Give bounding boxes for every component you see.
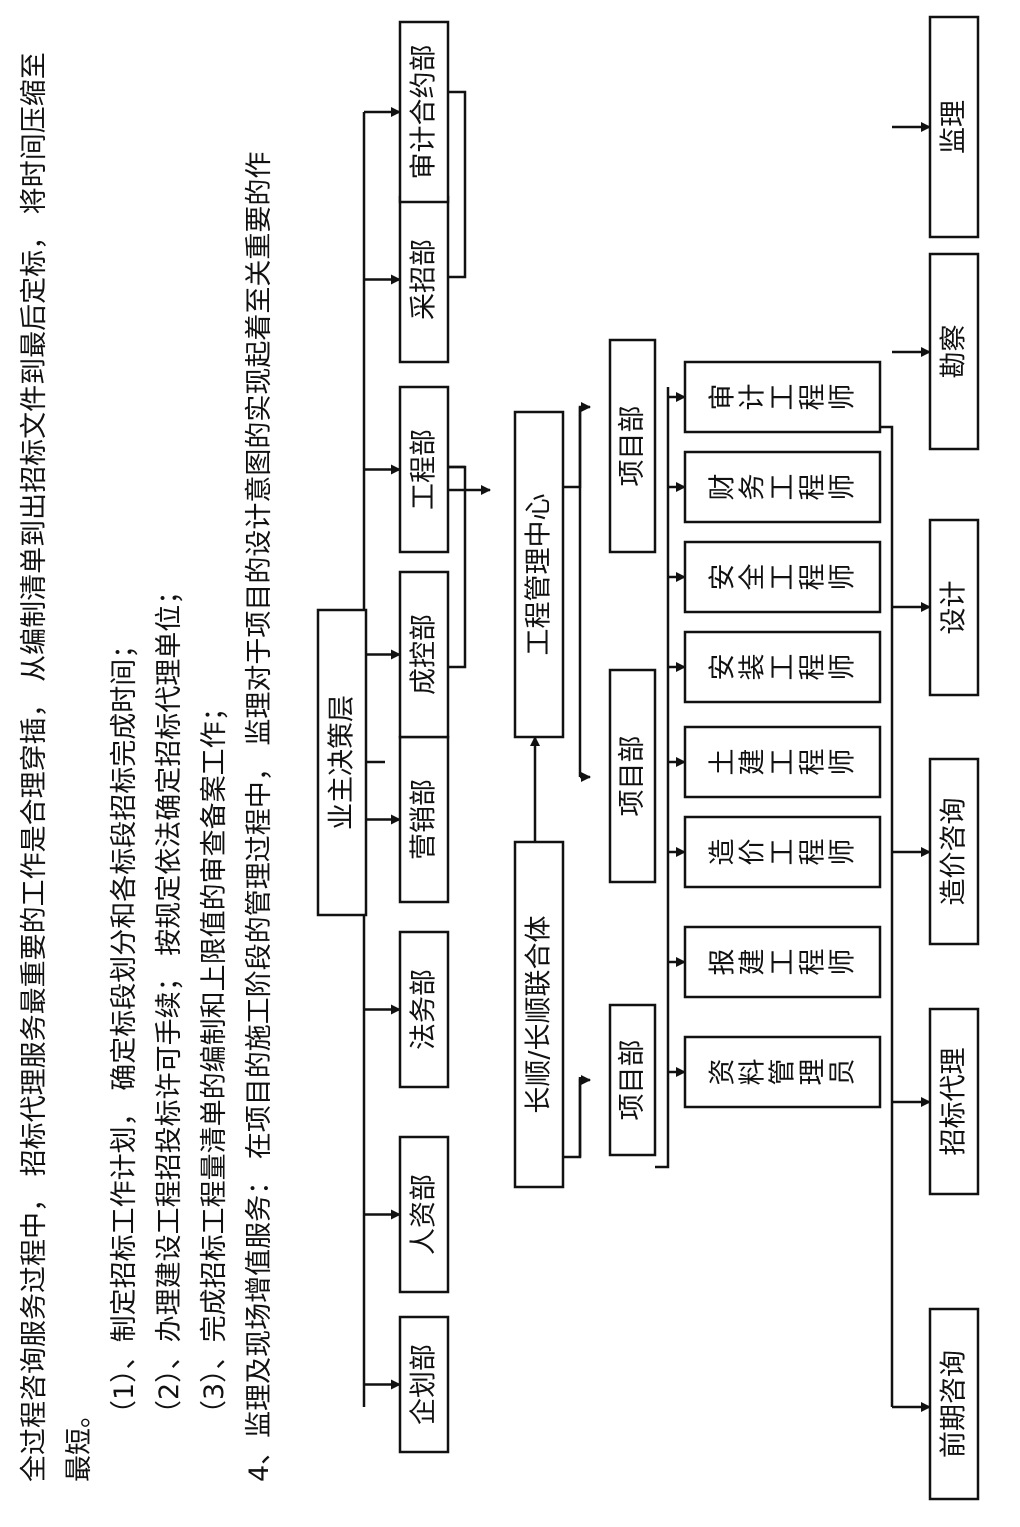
center-node-box: [513, 410, 565, 739]
department-node-1: 企划部: [398, 1315, 450, 1454]
service-node-6-box: [928, 15, 980, 239]
center-node-label: 工程管理中心: [524, 494, 555, 656]
owner-node-box: [316, 608, 368, 917]
service-node-2-label: 招标代理: [939, 1048, 970, 1156]
service-node-3: 造价咨询: [928, 757, 980, 946]
staff-node-5-label: 安装工程师: [707, 654, 858, 681]
project-dept-node-3: 项目部: [608, 338, 657, 554]
department-node-6: 工程部: [398, 385, 450, 554]
project-dept-node-2-box: [608, 668, 657, 884]
project-dept-node-2-label: 项目部: [617, 736, 648, 817]
owner-node: 业主决策层: [316, 608, 368, 917]
dept-merge-left: [448, 465, 467, 669]
project-dept-node-1-label: 项目部: [617, 1040, 648, 1121]
project-dept-node-1-box: [608, 1003, 657, 1157]
staff-node-4: 土建工程师: [683, 725, 882, 799]
department-node-2: 人资部: [398, 1135, 450, 1294]
department-node-5-label: 成控部: [409, 614, 440, 695]
service-node-1-box: [928, 1307, 980, 1501]
staff-node-8-label: 审计工程师: [707, 384, 858, 411]
staff-node-7: 财务工程师: [683, 450, 882, 524]
project-dept-node-2: 项目部: [608, 668, 657, 884]
center-node: 工程管理中心: [513, 410, 565, 739]
staff-node-2-box: [683, 925, 882, 999]
staff-node-6: 安全工程师: [683, 540, 882, 614]
consortium-node-label: 长顺/长顺联合体: [524, 915, 555, 1113]
department-node-2-label: 人资部: [409, 1174, 440, 1255]
dept-merge-right: [448, 90, 467, 279]
staff-node-3-box: [683, 815, 882, 889]
department-node-7: 采招部: [398, 195, 450, 364]
service-node-1-label: 前期咨询: [939, 1350, 970, 1458]
staff-spine: [655, 387, 670, 1169]
staff-node-5-box: [683, 630, 882, 704]
department-node-4: 营销部: [398, 735, 450, 904]
staff-node-4-box: [683, 725, 882, 799]
service-node-5-label: 勘察: [939, 325, 970, 379]
department-node-2-box: [398, 1135, 450, 1294]
department-node-5-box: [398, 570, 450, 739]
staff-node-2-label: 报建工程师: [707, 949, 858, 976]
consortium-node-box: [513, 840, 565, 1189]
staff-node-4-label: 土建工程师: [707, 749, 858, 776]
service-node-2-box: [928, 1007, 980, 1196]
staff-node-5: 安装工程师: [683, 630, 882, 704]
staff-node-1-label: 资料管理员: [707, 1059, 858, 1086]
service-node-4-label: 设计: [939, 581, 970, 635]
department-node-1-label: 企划部: [409, 1344, 440, 1425]
project-dept-node-1: 项目部: [608, 1003, 657, 1157]
service-node-5-box: [928, 252, 980, 451]
service-node-3-box: [928, 757, 980, 946]
department-node-4-label: 营销部: [409, 779, 440, 860]
staff-node-6-label: 安全工程师: [707, 564, 858, 591]
staff-node-1: 资料管理员: [683, 1035, 882, 1109]
staff-node-6-box: [683, 540, 882, 614]
project-dept-node-3-box: [608, 338, 657, 554]
department-node-3-label: 法务部: [409, 969, 440, 1050]
staff-node-3: 造价工程师: [683, 815, 882, 889]
service-node-6: 监理: [928, 15, 980, 239]
center-branch: [563, 402, 591, 489]
service-node-6-label: 监理: [939, 100, 970, 154]
service-spine: [880, 425, 894, 1407]
department-node-8: 审计合约部: [398, 20, 450, 204]
department-node-8-label: 审计合约部: [409, 45, 440, 180]
service-node-4-box: [928, 518, 980, 697]
staff-node-8: 审计工程师: [683, 360, 882, 434]
department-node-3-box: [398, 930, 450, 1089]
consortium-node: 长顺/长顺联合体: [513, 840, 565, 1189]
service-node-3-label: 造价咨询: [939, 798, 970, 906]
staff-node-2: 报建工程师: [683, 925, 882, 999]
project-dept-node-3-label: 项目部: [617, 406, 648, 487]
department-node-3: 法务部: [398, 930, 450, 1089]
department-node-6-label: 工程部: [409, 429, 440, 510]
service-node-4: 设计: [928, 518, 980, 697]
department-node-6-box: [398, 385, 450, 554]
staff-node-3-label: 造价工程师: [707, 839, 858, 866]
department-node-1-box: [398, 1315, 450, 1454]
service-node-2: 招标代理: [928, 1007, 980, 1196]
owner-node-label: 业主决策层: [327, 695, 358, 830]
staff-node-8-box: [683, 360, 882, 434]
department-node-8-box: [398, 20, 450, 204]
department-node-5: 成控部: [398, 570, 450, 739]
service-node-5: 勘察: [928, 252, 980, 451]
staff-node-7-label: 财务工程师: [707, 474, 858, 501]
staff-node-1-box: [683, 1035, 882, 1109]
consortium-branch: [563, 1075, 591, 1159]
service-node-1: 前期咨询: [928, 1307, 980, 1501]
department-node-7-label: 采招部: [409, 239, 440, 320]
staff-node-7-box: [683, 450, 882, 524]
